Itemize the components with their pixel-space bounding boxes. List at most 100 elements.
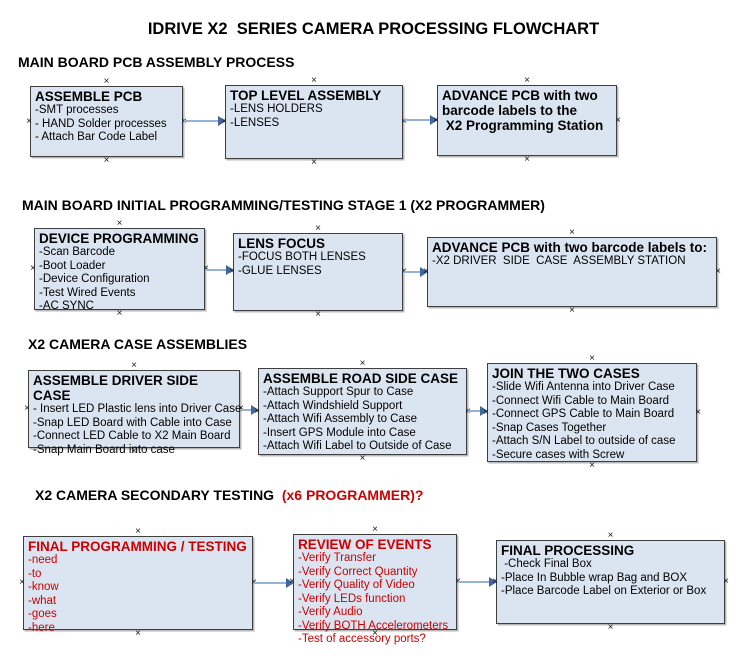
connector-lens-focus-to-advance-pcb [404, 267, 428, 277]
connection-handle-icon [310, 159, 318, 167]
flow-box-assemble-road-side-case: ASSEMBLE ROAD SIDE CASE -Attach Support … [258, 368, 467, 455]
connection-handle-icon [607, 532, 615, 540]
connection-handle-icon [23, 405, 31, 413]
arrow-right-icon [489, 577, 497, 587]
box-item: -Secure cases with Screw [492, 448, 625, 461]
box-item: -Verify Correct Quantity [298, 565, 418, 578]
connection-handle-icon [130, 362, 138, 370]
box-item: - HAND Solder processes [35, 117, 167, 130]
section-heading-secondary-testing: X2 CAMERA SECONDARY TESTING (x6 PROGRAMM… [35, 487, 423, 503]
connection-handle-icon [714, 268, 722, 276]
connection-handle-icon [568, 229, 576, 237]
box-item: -Attach Windshield Support [263, 399, 403, 412]
box-item: -Attach Wifi Assembly to Case [263, 413, 418, 425]
connection-handle-icon [314, 225, 322, 233]
box-item: -Check Final Box [501, 558, 592, 570]
connection-handle-icon [607, 624, 615, 632]
box-item: -Test of accessory ports? [298, 633, 426, 645]
section-heading-case-assemblies: X2 CAMERA CASE ASSEMBLIES [28, 336, 248, 352]
box-title: ADVANCE PCB with two barcode labels to: [432, 240, 708, 255]
box-item: -LENS HOLDERS [230, 103, 323, 115]
connection-handle-icon [134, 528, 142, 536]
connection-handle-icon [29, 265, 37, 273]
connection-handle-icon [722, 578, 730, 586]
box-item: -Verify Transfer [298, 552, 376, 564]
connection-handle-icon [314, 311, 322, 319]
box-item: -what [28, 594, 57, 607]
box-item: -Attach S/N Label to outside of case [492, 435, 676, 447]
box-item: -Slide Wifi Antenna into Driver Case [492, 381, 675, 393]
connection-handle-icon [359, 455, 367, 463]
heading-red-part: (x6 PROGRAMMER)? [281, 487, 424, 503]
flow-box-assemble-driver-side-case: ASSEMBLE DRIVER SIDE CASE - Insert LED P… [28, 370, 242, 456]
box-item: -Scan Barcode [39, 246, 116, 258]
box-item: -FOCUS BOTH LENSES [238, 251, 366, 263]
connection-handle-icon [25, 118, 33, 126]
box-item: -X2 DRIVER SIDE CASE ASSEMBLY STATION [432, 255, 686, 267]
connection-handle-icon [371, 526, 379, 534]
box-item: -SMT processes [35, 104, 119, 116]
connection-handle-icon [523, 156, 531, 164]
box-item: -GLUE LENSES [238, 264, 322, 277]
arrow-right-icon [430, 115, 438, 125]
connection-handle-icon [568, 307, 576, 315]
section-heading-initial-programming: MAIN BOARD INITIAL PROGRAMMING/TESTING S… [22, 197, 545, 213]
box-title: FINAL PROCESSING [501, 543, 635, 558]
connector-final-programming-to-review [254, 578, 294, 588]
box-title: ASSEMBLE ROAD SIDE CASE [263, 371, 459, 386]
box-item: -Attach Support Spur to Case [263, 386, 414, 398]
arrow-right-icon [480, 406, 488, 416]
section-heading-pcb-assembly: MAIN BOARD PCB ASSEMBLY PROCESS [18, 54, 295, 70]
connector-top-level-to-advance-pcb [404, 115, 438, 125]
arrow-right-icon [420, 267, 428, 277]
flow-box-final-programming-testing: FINAL PROGRAMMING / TESTING -need -to -k… [23, 536, 253, 634]
connection-handle-icon [614, 117, 622, 125]
box-item: -here [28, 621, 55, 634]
arrow-right-icon [286, 578, 294, 588]
box-title: ADVANCE PCB with two barcode labels to t… [442, 88, 604, 133]
flow-box-review-of-events: REVIEW OF EVENTS -Verify Transfer -Verif… [293, 534, 457, 645]
box-item: -Snap LED Board with Cable into Case [33, 416, 232, 429]
page-title: IDRIVE X2 SERIES CAMERA PROCESSING FLOWC… [147, 20, 600, 38]
box-item: -Verify Audio [298, 606, 363, 618]
box-item: -Connect Wifi Cable to Main Board [492, 394, 670, 407]
connector-device-programming-to-lens-focus [206, 265, 234, 275]
connection-handle-icon [18, 579, 26, 587]
flow-box-final-processing: FINAL PROCESSING -Check Final Box -Place… [496, 540, 725, 624]
box-item: -know [28, 581, 59, 593]
box-title: ASSEMBLE DRIVER SIDE CASE [33, 373, 202, 403]
connection-handle-icon [359, 360, 367, 368]
box-item: -Attach Wifi Label to Outside of Case [263, 440, 452, 452]
box-item: -AC SYNC [39, 300, 94, 312]
box-item: - Insert LED Plastic lens into Driver Ca… [33, 403, 242, 415]
box-item: -Place Barcode Label on Exterior or Box [501, 585, 707, 597]
box-title: LENS FOCUS [238, 236, 326, 251]
flow-box-top-level-assembly: TOP LEVEL ASSEMBLY -LENS HOLDERS -LENSES [225, 85, 403, 159]
box-item: -Insert GPS Module into Case [263, 426, 416, 439]
box-title: JOIN THE TWO CASES [492, 366, 640, 381]
connector-assemble-pcb-to-top-level [184, 116, 226, 126]
box-item: -Connect LED Cable to X2 Main Board [33, 430, 231, 442]
box-item: -Boot Loader [39, 259, 106, 272]
heading-black-part: X2 CAMERA SECONDARY TESTING [35, 487, 282, 503]
flow-box-device-programming: DEVICE PROGRAMMING -Scan Barcode -Boot L… [34, 228, 205, 312]
connection-handle-icon [523, 77, 531, 85]
box-item: -goes [28, 608, 57, 620]
flow-box-advance-pcb-programming-station: ADVANCE PCB with two barcode labels to t… [437, 85, 617, 156]
box-item: -Verify BOTH Accelerometers [298, 619, 449, 632]
connection-handle-icon [116, 220, 124, 228]
arrow-right-icon [226, 265, 234, 275]
box-title: REVIEW OF EVENTS [298, 537, 432, 552]
box-item: -LENSES [230, 116, 280, 129]
flow-box-assemble-pcb: ASSEMBLE PCB -SMT processes - HAND Solde… [30, 86, 183, 157]
box-item: -need [28, 554, 58, 566]
box-item: -Connect GPS Cable to Main Board [492, 408, 675, 420]
flow-box-join-the-two-cases: JOIN THE TWO CASES -Slide Wifi Antenna i… [487, 363, 697, 462]
connector-review-to-final-processing [458, 577, 497, 587]
box-item: - Attach Bar Code Label [35, 131, 158, 143]
box-title: TOP LEVEL ASSEMBLY [230, 88, 382, 103]
box-item: -Test Wired Events [39, 286, 136, 299]
box-item: -Snap Main Board into case [33, 443, 175, 456]
box-title: ASSEMBLE PCB [35, 89, 143, 104]
